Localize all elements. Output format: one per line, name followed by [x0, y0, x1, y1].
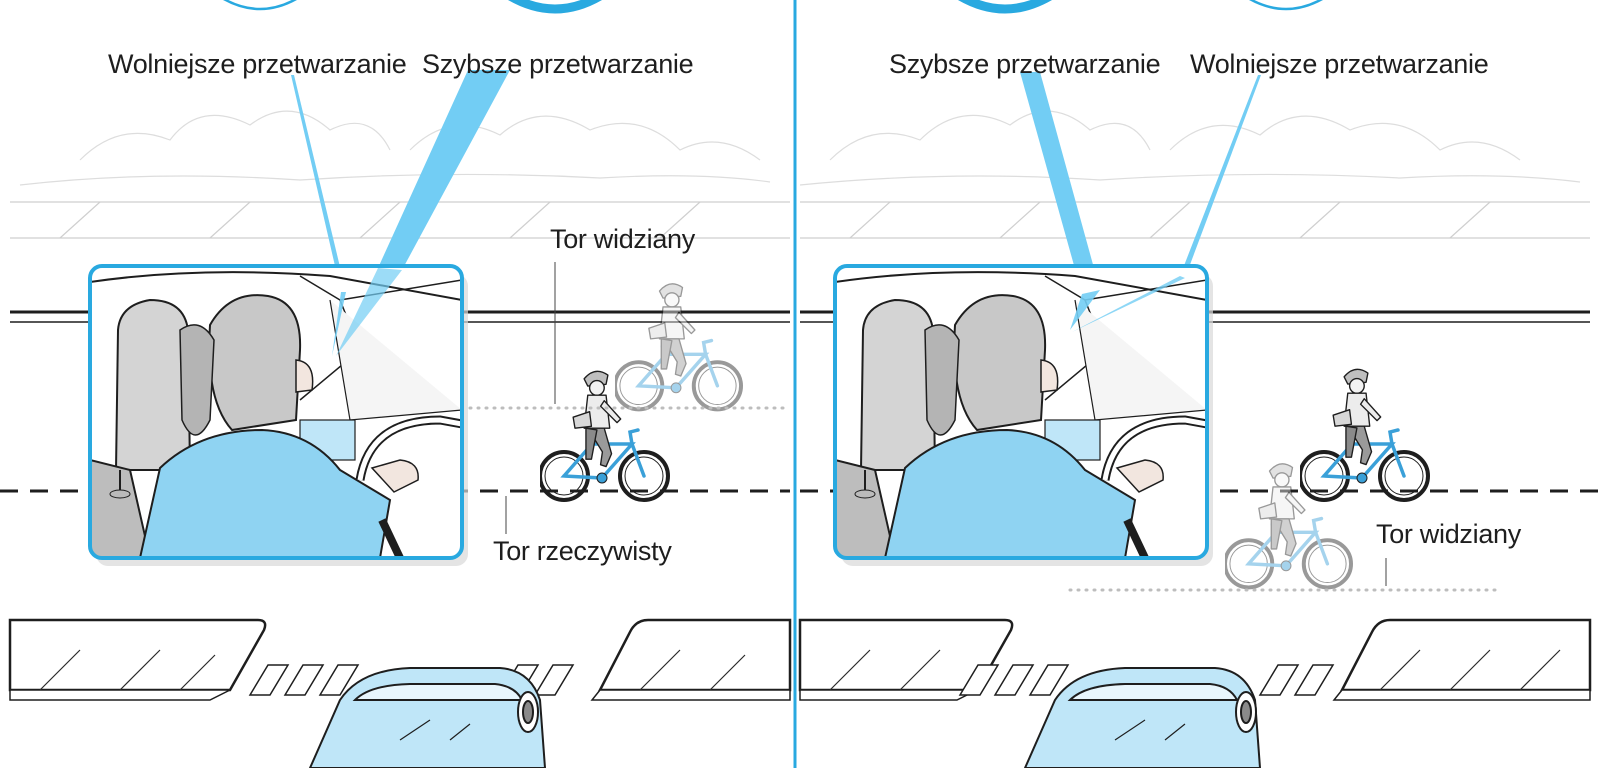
label-left-seen-path: Tor widziany	[550, 224, 695, 254]
beam-left-fast	[378, 70, 510, 270]
car-right	[1023, 667, 1262, 768]
label-left-actual-path: Tor rzeczywisty	[493, 536, 672, 566]
sidewalk-tiles	[39, 649, 1561, 691]
label-left-faster-processing: Szybsze przetwarzanie	[422, 49, 694, 79]
label-right-seen-path: Tor widziany	[1376, 519, 1521, 549]
lens-right-fast	[958, 0, 1052, 14]
beam-right-slow	[1180, 75, 1261, 278]
lens-left-fast	[508, 0, 602, 14]
path-lines	[468, 262, 1502, 592]
label-left-slower-processing: Wolniejsze przetwarzanie	[108, 49, 407, 79]
near-road-right	[798, 618, 1592, 701]
clouds-right	[799, 110, 1581, 186]
label-right-faster-processing: Szybsze przetwarzanie	[889, 49, 1161, 79]
beam-left-slow	[291, 75, 346, 292]
lens-left-slow	[223, 0, 297, 11]
beam-right-fast	[1020, 72, 1100, 294]
inset-right	[833, 264, 1213, 566]
near-road-left	[8, 618, 792, 701]
crosswalk-right	[958, 664, 1335, 696]
label-right-slower-processing: Wolniejsze przetwarzanie	[1190, 49, 1489, 79]
car-left	[308, 667, 547, 768]
inset-left	[88, 264, 468, 566]
lens-right-slow	[1249, 0, 1323, 11]
